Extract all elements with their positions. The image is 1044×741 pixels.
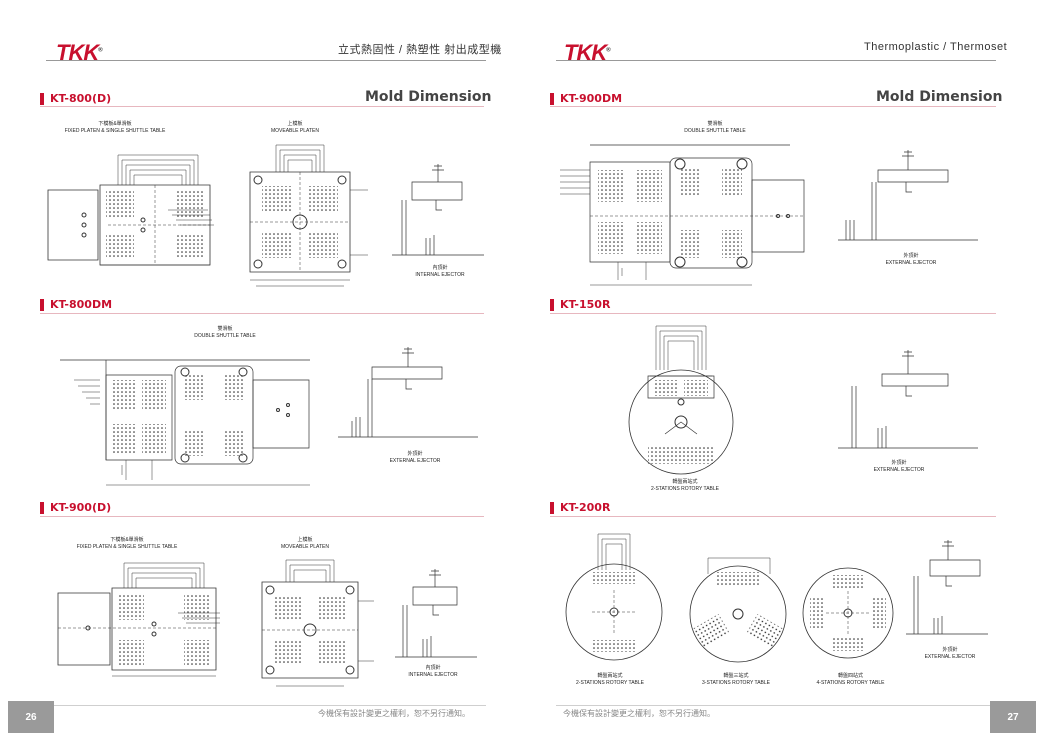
external-ejector-drawing xyxy=(338,345,483,445)
section-kt-800d: KT-800(D) xyxy=(40,92,111,105)
external-ejector-drawing xyxy=(838,148,983,248)
rotary-table-2-station-drawing xyxy=(610,322,750,482)
brand-logo-right: TKK® xyxy=(564,40,611,65)
header-rule-right xyxy=(556,60,996,61)
section-rule xyxy=(550,106,996,107)
footer-rule-right xyxy=(556,705,996,706)
section-rule xyxy=(550,516,996,517)
page-number-left: 26 xyxy=(8,701,54,733)
section-kt-200r: KT-200R xyxy=(550,501,610,514)
left-header-title: 立式熱固性 / 熱塑性 射出成型機 xyxy=(338,44,502,56)
header-rule-left xyxy=(46,60,486,61)
page-number-right: 27 xyxy=(990,701,1036,733)
external-ejector-drawing xyxy=(900,538,990,643)
moveable-platen-drawing xyxy=(236,140,371,290)
mold-dimension-heading-right: Mold Dimension xyxy=(876,89,1003,105)
section-kt-900d: KT-900(D) xyxy=(40,501,111,514)
section-rule xyxy=(40,106,484,107)
fixed-platen-drawing xyxy=(48,150,218,275)
section-kt-150r: KT-150R xyxy=(550,298,610,311)
internal-ejector-drawing xyxy=(395,565,480,665)
rotary-table-4-station-drawing xyxy=(800,565,900,665)
internal-ejector-drawing xyxy=(392,160,487,265)
rotary-table-2-station-drawing xyxy=(560,530,670,665)
section-kt-900dm: KT-900DM xyxy=(550,92,622,105)
section-rule xyxy=(550,313,996,314)
external-ejector-drawing xyxy=(838,348,983,458)
footer-rule-left xyxy=(46,705,486,706)
right-header-title: Thermoplastic / Thermoset xyxy=(864,41,1008,53)
section-rule xyxy=(40,313,484,314)
double-shuttle-drawing xyxy=(60,350,320,490)
fixed-platen-drawing xyxy=(58,558,223,683)
brand-logo-left: TKK® xyxy=(56,40,103,65)
rotary-table-3-station-drawing xyxy=(680,550,795,665)
moveable-platen-drawing xyxy=(246,556,376,696)
double-shuttle-drawing xyxy=(560,140,810,290)
footer-note-left: 今機保有設計變更之權利，恕不另行通知。 xyxy=(318,709,470,718)
section-rule xyxy=(40,516,484,517)
section-kt-800dm: KT-800DM xyxy=(40,298,112,311)
footer-note-right: 今機保有設計變更之權利，恕不另行通知。 xyxy=(563,709,715,718)
mold-dimension-heading-left: Mold Dimension xyxy=(365,89,492,105)
